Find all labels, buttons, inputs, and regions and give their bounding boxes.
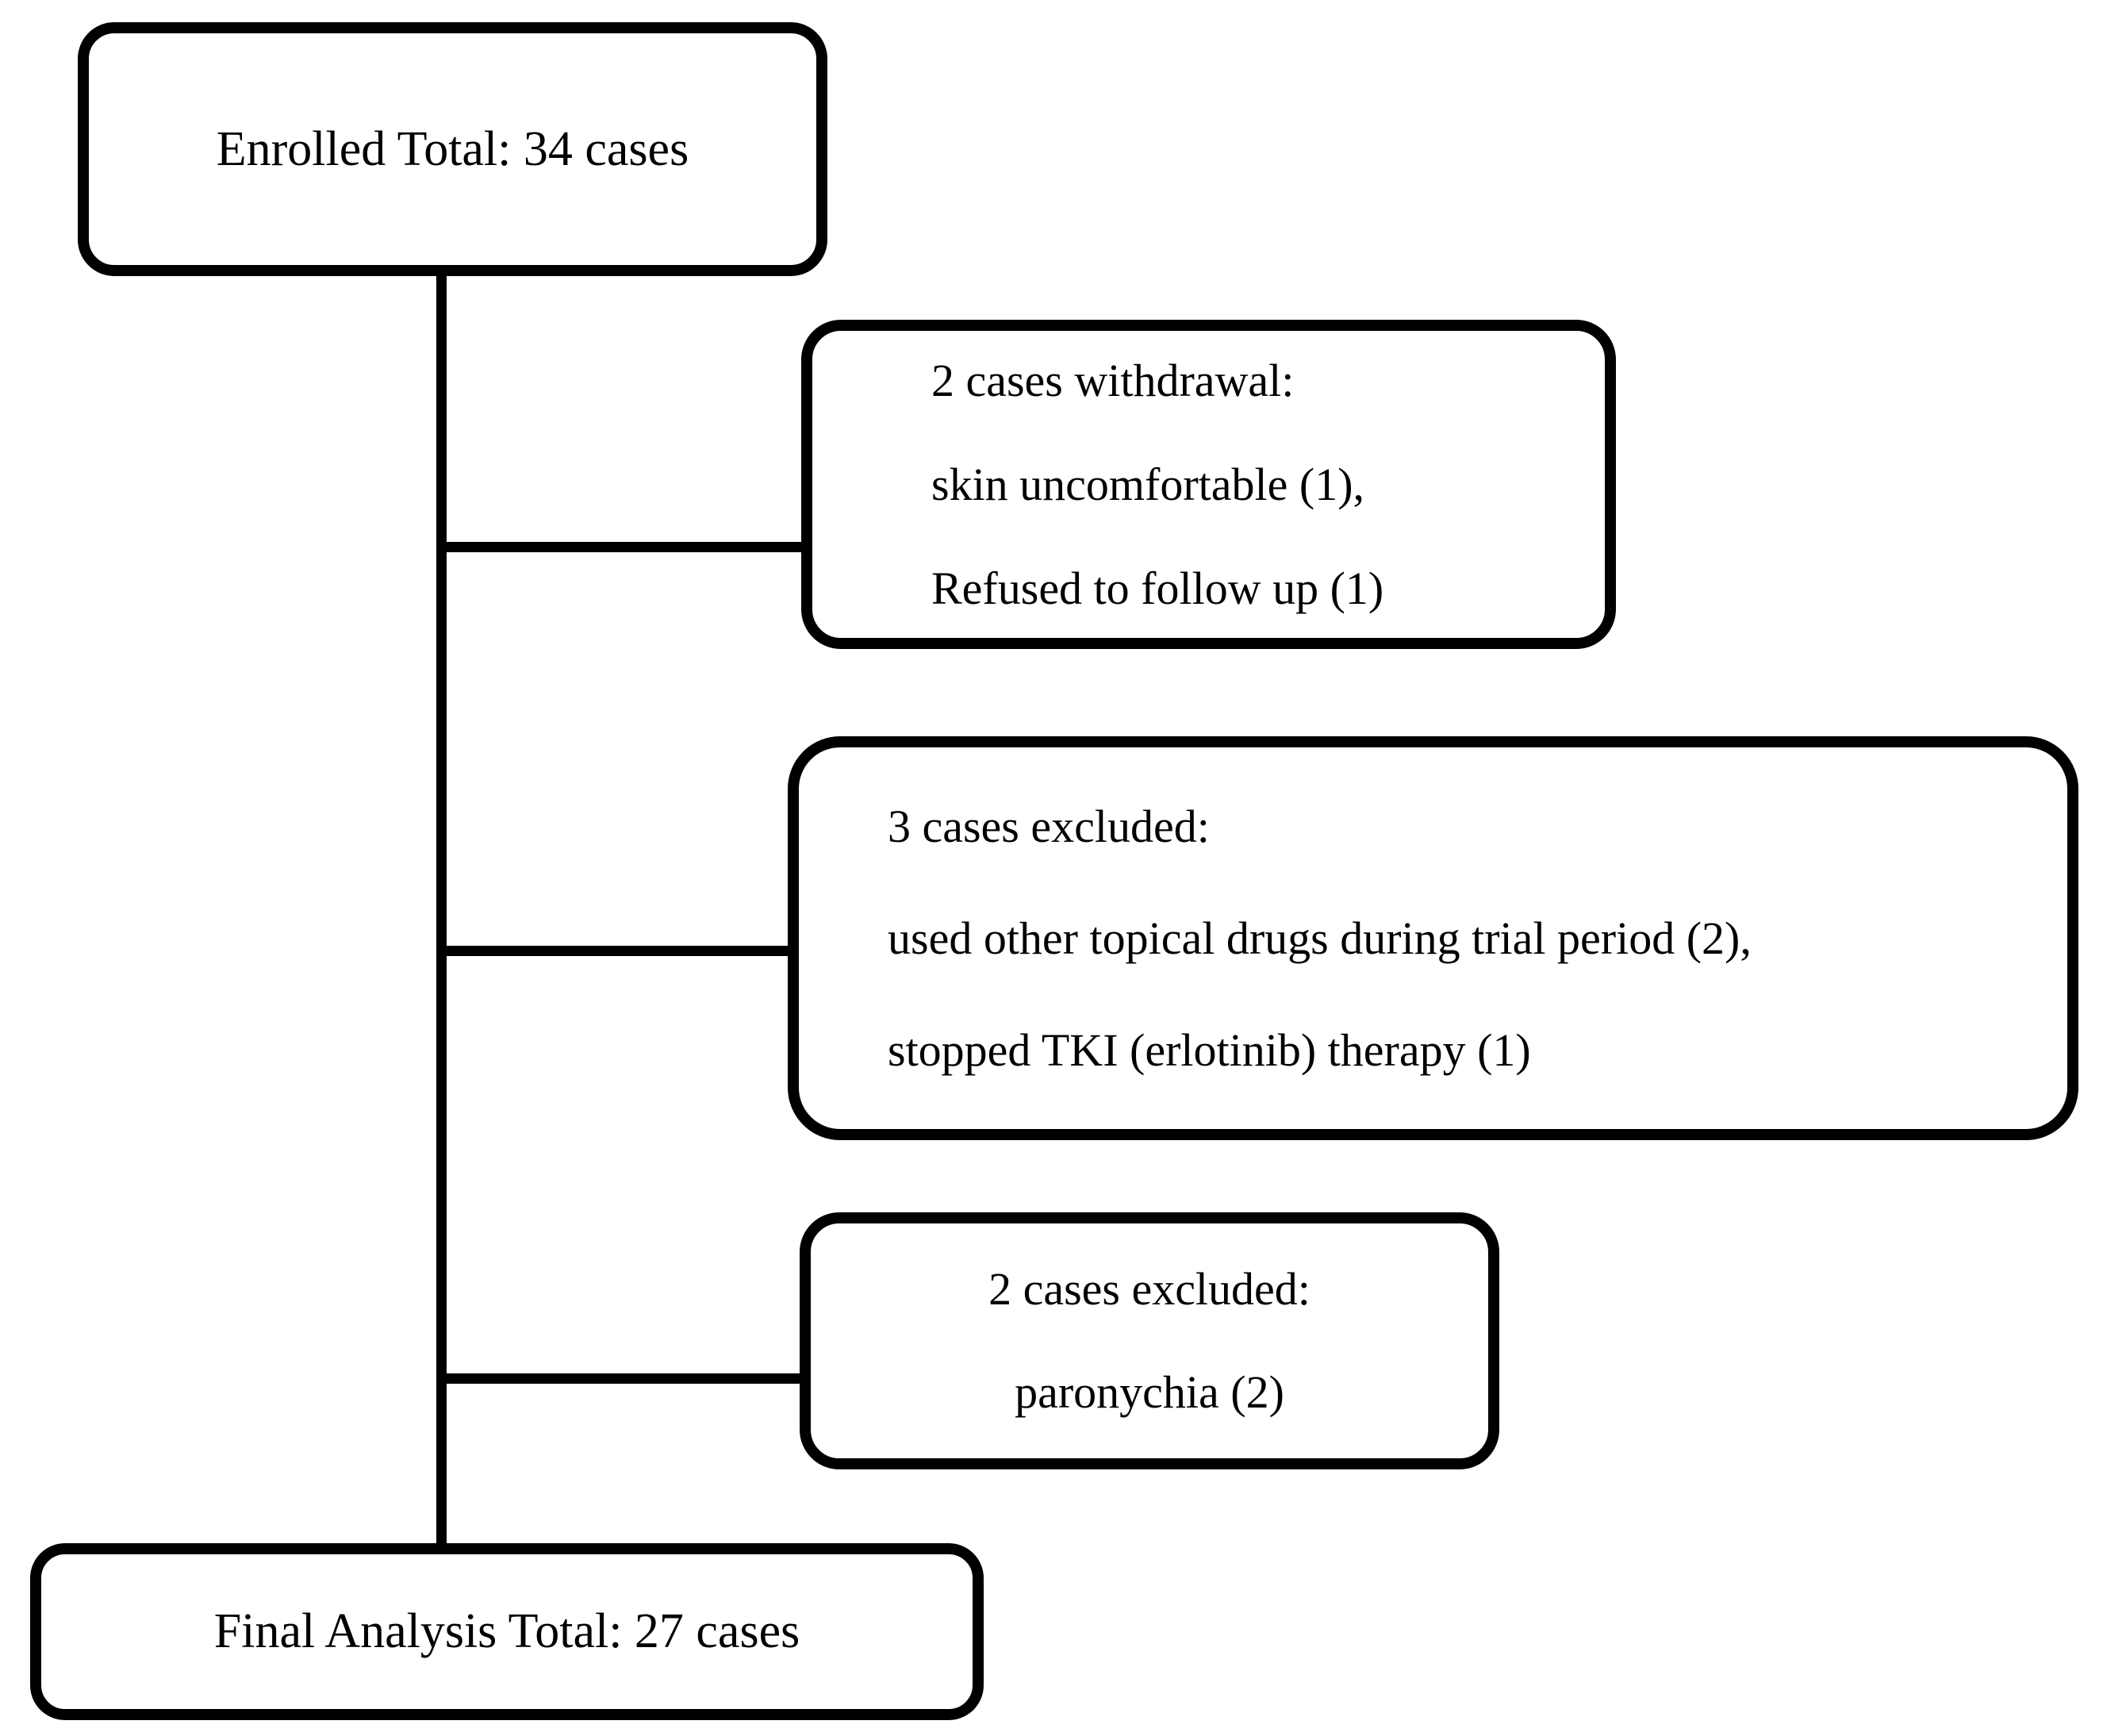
box-text-line: skin uncomfortable (1), <box>931 459 1365 510</box>
box-final-analysis-total: Final Analysis Total: 27 cases <box>30 1543 984 1720</box>
box-excluded-paronychia: 2 cases excluded: paronychia (2) <box>800 1212 1499 1469</box>
box-enrolled-total: Enrolled Total: 34 cases <box>78 22 827 276</box>
box-text-line: stopped TKI (erlotinib) therapy (1) <box>888 1024 1531 1076</box>
branch-connector-excluded-paronychia <box>441 1373 803 1384</box>
trunk-connector-line <box>436 274 447 1550</box>
box-withdrawal: 2 cases withdrawal: skin uncomfortable (… <box>801 320 1616 649</box>
branch-connector-excluded-trial <box>441 946 791 956</box>
box-text-line: 3 cases excluded: <box>888 801 1210 852</box>
box-text-line: Enrolled Total: 34 cases <box>216 121 689 176</box>
branch-connector-withdrawal <box>441 542 804 552</box>
box-text-line: 2 cases excluded: <box>988 1263 1311 1315</box>
box-text-line: Final Analysis Total: 27 cases <box>213 1604 800 1658</box>
box-text-line: used other topical drugs during trial pe… <box>888 912 1752 964</box>
box-text-line: Refused to follow up (1) <box>931 563 1384 614</box>
box-text-line: 2 cases withdrawal: <box>931 355 1295 406</box>
box-text-line: paronychia (2) <box>1015 1366 1284 1418</box>
box-excluded-trial-violations: 3 cases excluded: used other topical dru… <box>788 736 2078 1140</box>
